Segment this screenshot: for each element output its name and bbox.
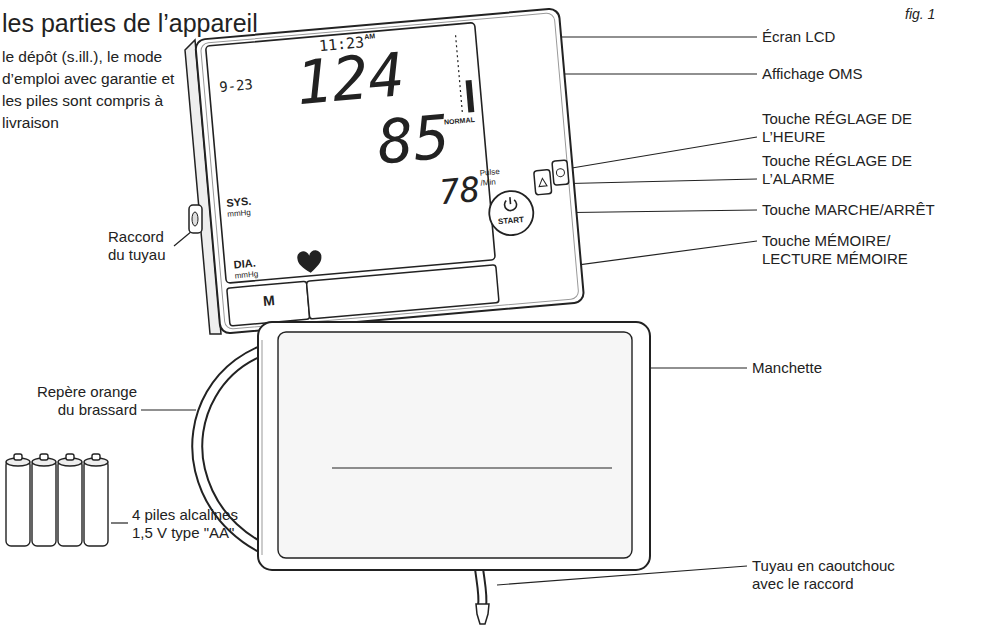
figure-title: les parties de l’appareil	[2, 8, 258, 38]
lcd-unit: Pulse	[479, 168, 500, 178]
lcd-ampm: AM	[364, 32, 375, 40]
cuff	[258, 322, 650, 570]
lcd-diastolic: 85	[375, 106, 452, 172]
lcd-unit: mmHg	[227, 209, 251, 219]
lcd-unit: DIA.	[233, 258, 256, 271]
lcd-unit: SYS.	[226, 196, 252, 209]
hose-socket	[189, 205, 202, 233]
part-label: Touche MARCHE/ARRÊT	[762, 201, 935, 219]
who-scale-label: NORMAL	[444, 116, 475, 126]
figure-number: fig. 1	[905, 6, 935, 23]
part-label: Affichage OMS	[762, 65, 863, 83]
hose-connector	[476, 604, 489, 624]
batteries	[6, 454, 108, 546]
button-label: M	[262, 293, 275, 308]
lcd-time: 11:23	[318, 35, 364, 54]
part-label: Écran LCD	[762, 28, 835, 46]
intro-note: le dépôt (s.ill.), le mode d’emploi avec…	[2, 46, 197, 134]
socket-hole	[192, 212, 198, 226]
lcd-systolic: 124	[294, 44, 407, 113]
lcd-unit: mmHg	[234, 270, 258, 280]
part-label: Tuyau en caoutchouc avec le raccord	[752, 557, 912, 593]
lcd-unit: /Min	[480, 178, 496, 187]
part-label: Touche MÉMOIRE/ LECTURE MÉMOIRE	[762, 232, 937, 268]
button-label: START	[498, 216, 525, 226]
part-label: 4 piles alcalines 1,5 V type "AA"	[132, 506, 257, 542]
monitor-body	[195, 8, 584, 334]
lcd-pulse: 78	[438, 172, 482, 209]
part-label: Raccord du tuyau	[108, 228, 172, 264]
part-label: Repère orange du brassard	[25, 383, 137, 419]
part-label: Manchette	[752, 359, 822, 377]
lcd-date: 9-23	[219, 77, 254, 94]
part-label: Touche RÉGLAGE DE L’HEURE	[762, 110, 937, 146]
part-label: Touche RÉGLAGE DE L’ALARME	[762, 152, 937, 188]
